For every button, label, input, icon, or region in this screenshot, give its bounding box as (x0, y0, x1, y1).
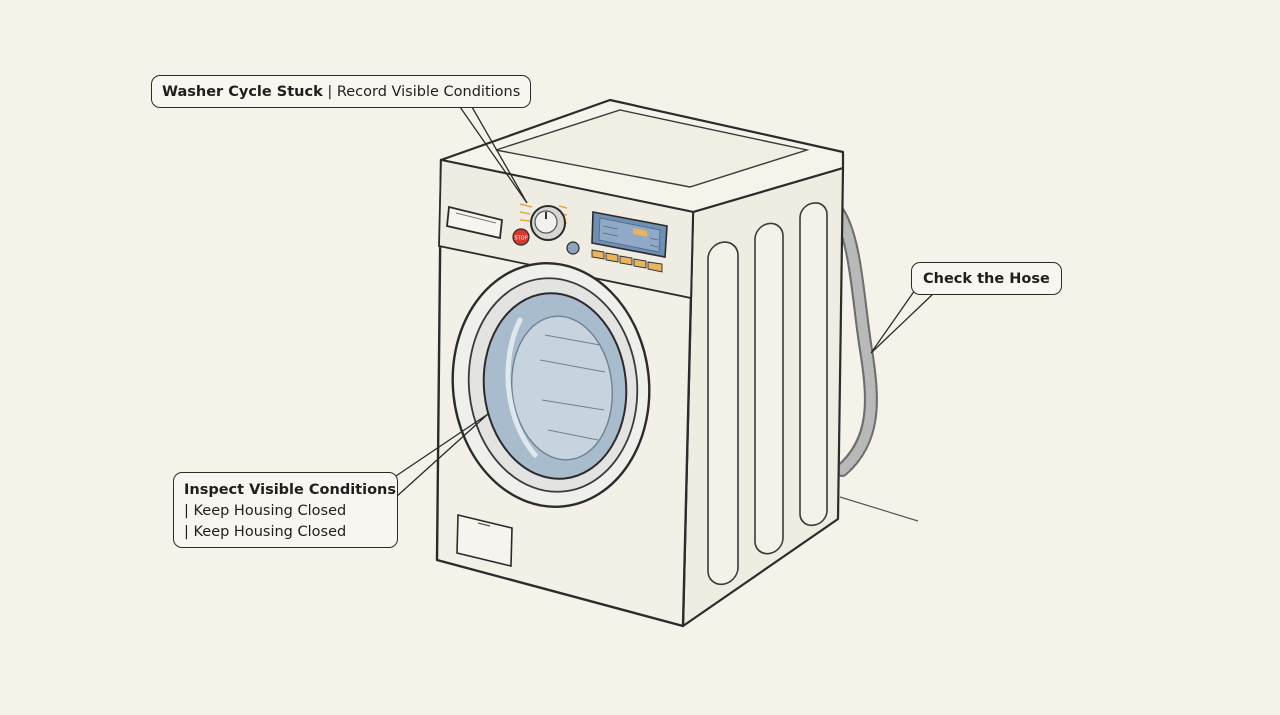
drain-hose (831, 205, 878, 477)
leader-hose (870, 289, 934, 354)
stop-button: STOP (512, 228, 530, 246)
callout-bottom-line-2: | Keep Housing Closed (184, 524, 347, 540)
callout-check-hose: Check the Hose (911, 262, 1062, 295)
leader-bottom (389, 413, 489, 498)
stop-button-label: STOP (514, 236, 527, 242)
top-inset (495, 109, 810, 188)
filter-flap (456, 513, 513, 568)
filter-notch (477, 522, 491, 527)
side-ribs (707, 202, 828, 586)
callout-bottom-line-1: | Keep Housing Closed (184, 503, 347, 519)
program-buttons (591, 249, 663, 273)
program-dial (530, 205, 566, 241)
floor-line (839, 496, 919, 522)
leader-lines (389, 106, 934, 498)
option-button (566, 241, 580, 255)
callout-bottom-title: Inspect Visible Conditions (184, 482, 396, 498)
washer-door (451, 262, 651, 508)
leader-top (459, 106, 528, 204)
callout-hose-label: Check the Hose (923, 271, 1050, 287)
detergent-drawer (446, 205, 503, 240)
callout-top-title: Washer Cycle Stuck (162, 84, 323, 100)
drawer-handle (455, 212, 497, 224)
digital-display (591, 211, 668, 258)
drum (511, 315, 613, 461)
callout-washer-cycle: Washer Cycle Stuck | Record Visible Cond… (151, 75, 532, 108)
callout-top-detail: | Record Visible Conditions (327, 84, 521, 100)
callout-inspect-conditions: Inspect Visible Conditions | Keep Housin… (173, 472, 398, 548)
